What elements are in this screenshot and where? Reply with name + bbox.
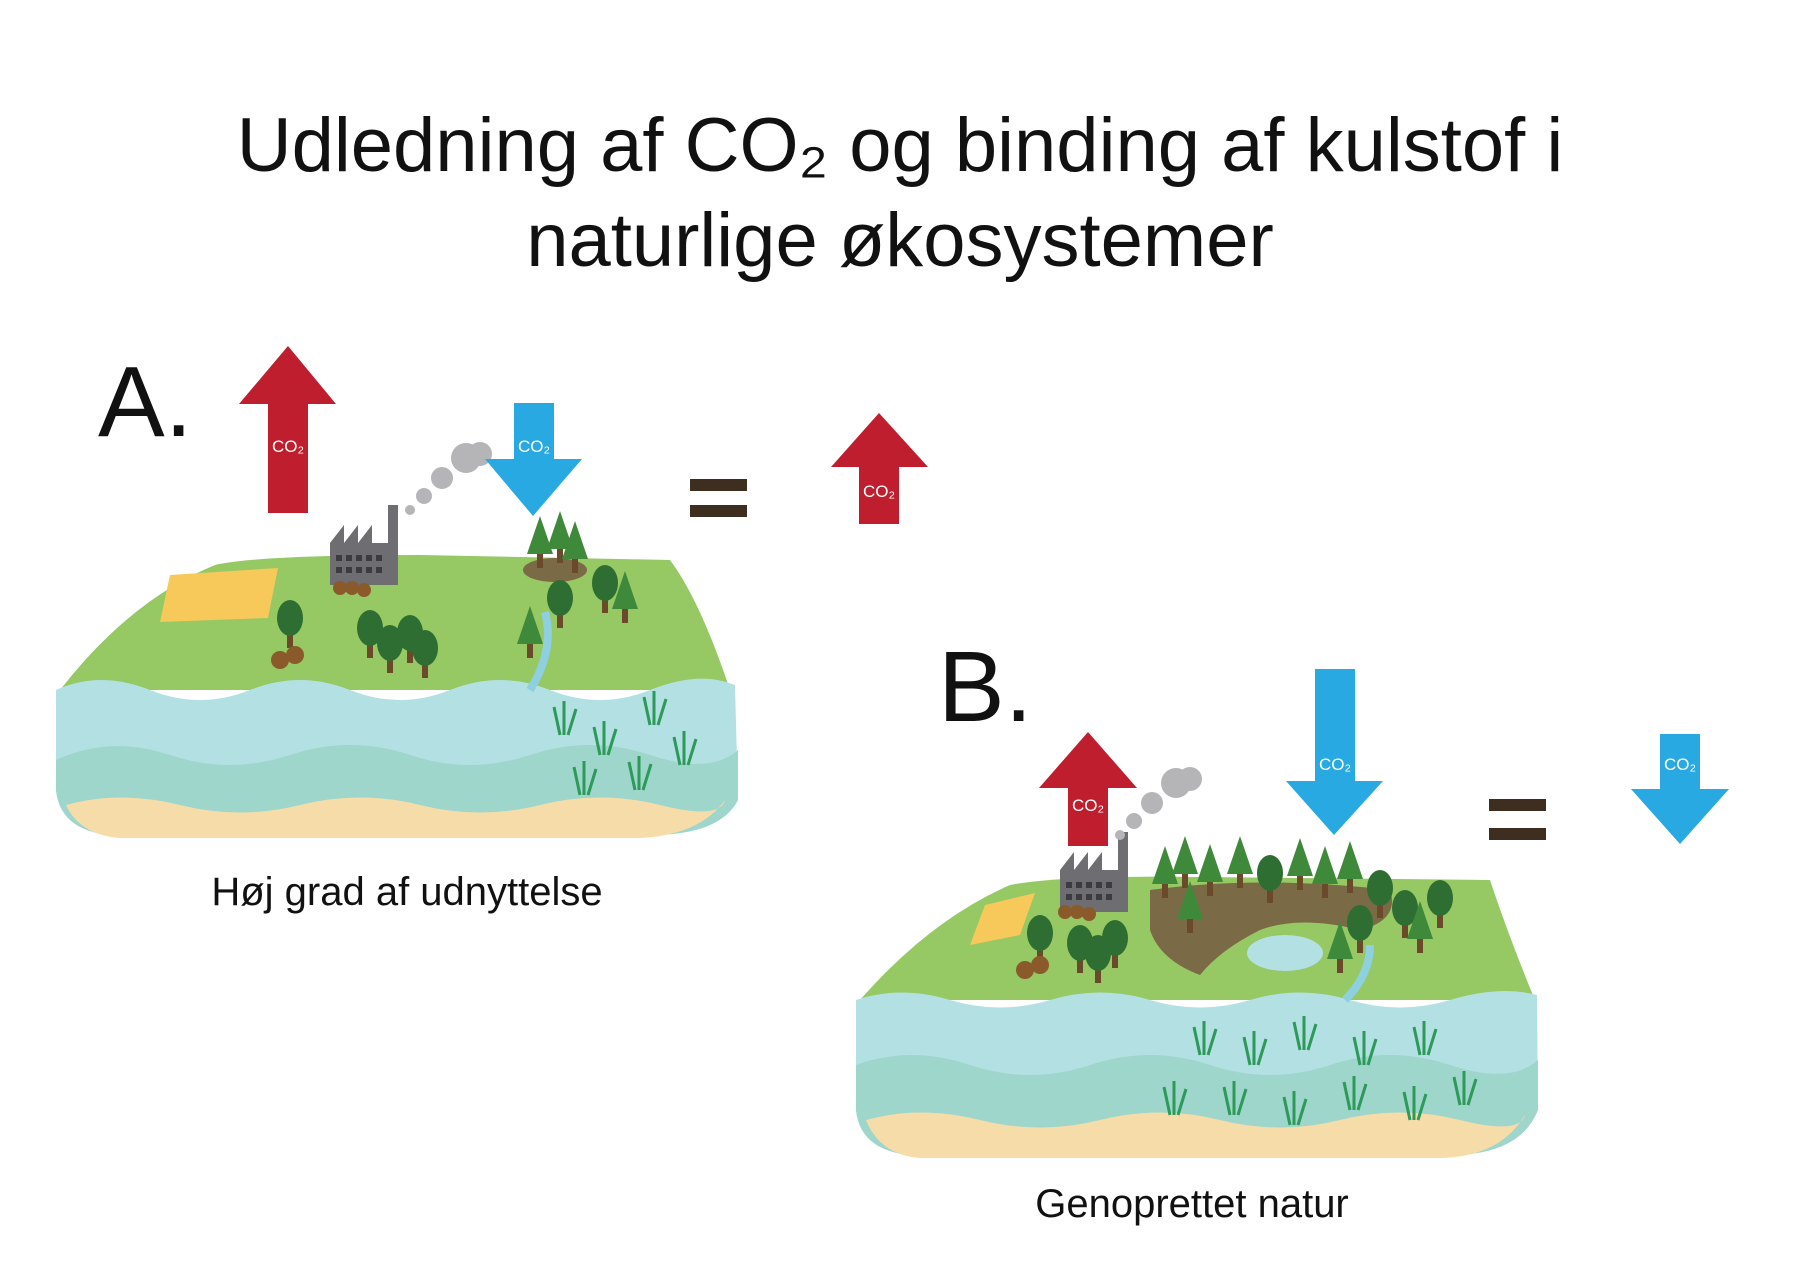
island-restored-nature [856, 767, 1538, 1158]
co2-label: CO₂ [863, 482, 895, 501]
net-uptake-arrow-b: CO₂ [1631, 734, 1729, 844]
title-line-1: Udledning af CO₂ og binding af kulstof i [236, 103, 1564, 188]
co2-uptake-arrow-b: CO₂ [1286, 669, 1383, 835]
panel-a-caption: Høj grad af udnyttelse [211, 870, 603, 914]
co2-uptake-arrow-a: CO₂ [485, 403, 582, 516]
co2-label: CO₂ [518, 437, 550, 456]
title-line-2: naturlige økosystemer [526, 198, 1274, 283]
panel-b-label: B. [938, 631, 1033, 743]
co2-label: CO₂ [1319, 755, 1351, 774]
net-emission-arrow-a: CO₂ [831, 413, 928, 524]
co2-label: CO₂ [272, 437, 304, 456]
island-high-exploitation [56, 442, 738, 838]
equals-sign-a [690, 479, 747, 517]
panel-b-caption: Genoprettet natur [1035, 1182, 1349, 1226]
co2-emission-arrow-b: CO₂ [1039, 732, 1137, 846]
co2-emission-arrow-a: CO₂ [239, 346, 336, 513]
panel-a-label: A. [98, 346, 193, 458]
co2-label: CO₂ [1664, 755, 1696, 774]
equals-sign-b [1489, 799, 1546, 840]
co2-label: CO₂ [1072, 796, 1104, 815]
